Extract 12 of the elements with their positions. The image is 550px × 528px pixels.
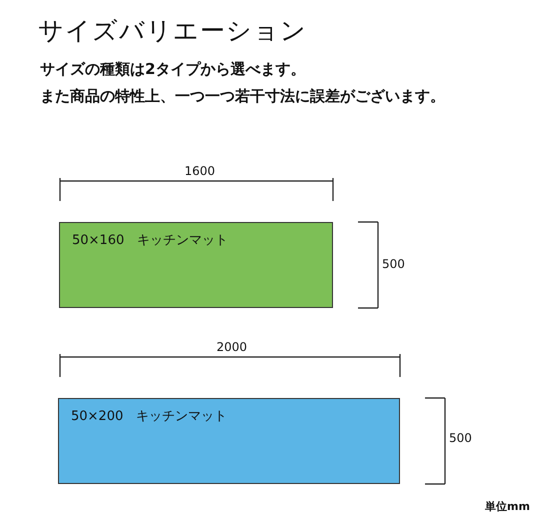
dimension-label: 500: [449, 431, 472, 445]
mat-rectangle: [59, 222, 333, 308]
description-text: サイズの種類は2タイプから選べます。: [40, 60, 306, 79]
dimension-label: 500: [382, 257, 405, 271]
dimension-label: 2000: [216, 340, 248, 354]
description-text: また商品の特性上、一つ一つ若干寸法に誤差がございます。: [40, 87, 445, 106]
mat-label: 50×200 キッチンマット: [71, 408, 228, 425]
unit-label: 単位mm: [485, 499, 530, 514]
title: サイズバリエーション: [38, 15, 307, 47]
mat-label: 50×160 キッチンマット: [72, 232, 228, 249]
mat-rectangle: [58, 398, 400, 484]
dimension-label: 1600: [184, 164, 216, 178]
